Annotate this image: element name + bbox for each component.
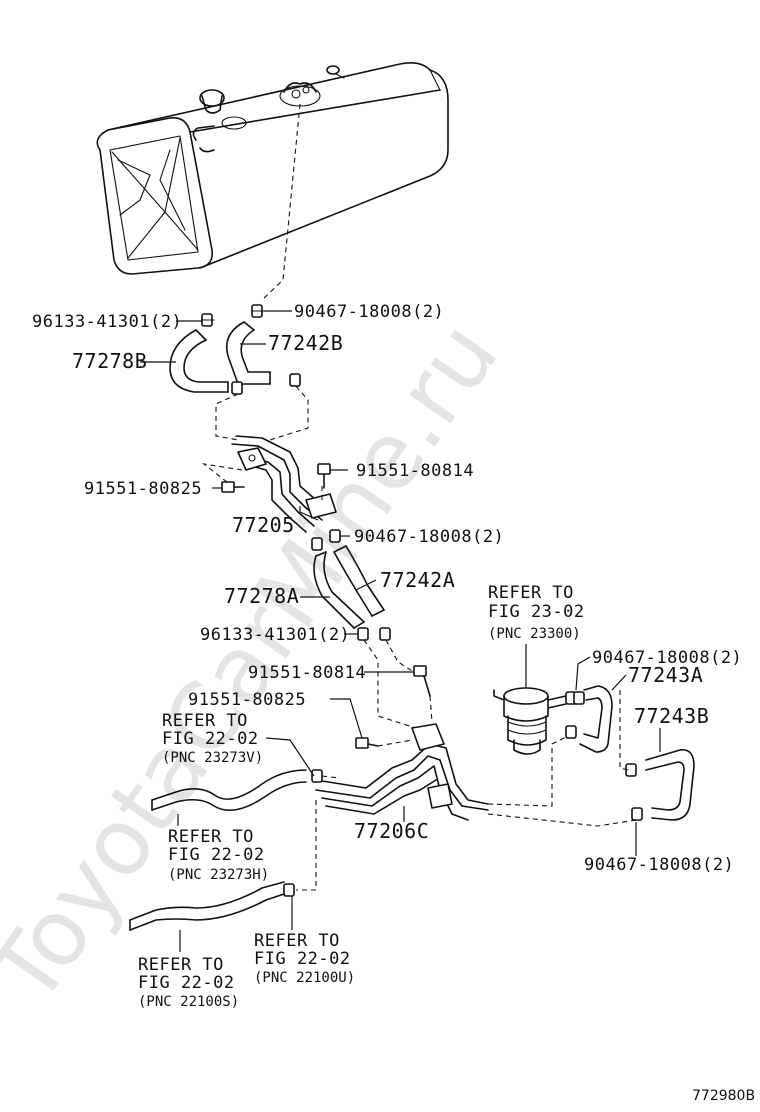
fuel-tank [96,62,449,275]
hose-77242A [333,545,385,617]
svg-text:FIG 22-02: FIG 22-02 [168,845,265,865]
label-91551-80825-a: 91551-80825 [84,479,202,499]
label-90467-18008-mid: 90467-18008(2) [354,527,504,547]
svg-text:REFER TO: REFER TO [254,931,340,951]
svg-text:(PNC 23300): (PNC 23300) [488,626,581,642]
label-77205: 77205 [232,513,295,537]
svg-text:(PNC 23273H): (PNC 23273H) [168,867,269,883]
ref-fig-23-02: REFER TO FIG 23-02 (PNC 23300) [488,583,585,642]
svg-text:REFER TO: REFER TO [488,583,574,603]
clamp-22100U [283,883,295,897]
ref-fig-22-02-23273H: REFER TO FIG 22-02 (PNC 23273H) [168,827,269,883]
hose-77243A [579,685,613,753]
clamp-lower-right [289,373,301,387]
label-91551-80825-b: 91551-80825 [188,690,306,710]
bolt-91551-80825-b [355,737,379,749]
label-77206C: 77206C [354,819,429,843]
clamp-96133-mid-right [379,627,391,641]
svg-text:FIG 22-02: FIG 22-02 [162,729,259,749]
svg-text:REFER TO: REFER TO [168,827,254,847]
hose-77278B [169,329,229,393]
clamp-96133-top [201,313,215,327]
hose-77243B [645,749,695,821]
figure-id: 772980B [692,1088,755,1104]
svg-text:REFER TO: REFER TO [162,711,248,731]
svg-text:FIG 22-02: FIG 22-02 [138,973,235,993]
label-91551-80814-b: 91551-80814 [248,663,366,683]
label-77243A: 77243A [628,663,703,687]
hose-77278A [313,551,365,629]
label-96133-41301-mid: 96133-41301(2) [200,625,350,645]
bolt-91551-80825-a [221,481,245,493]
svg-text:(PNC 22100U): (PNC 22100U) [254,970,355,986]
label-77243B: 77243B [634,704,709,728]
ref-fig-22-02-22100U: REFER TO FIG 22-02 (PNC 22100U) [254,931,355,986]
hose-77242B [225,321,271,385]
svg-text:FIG 23-02: FIG 23-02 [488,602,585,622]
clamp-mid-right [329,529,341,543]
bolt-91551-80814-a [317,463,331,489]
label-90467-18008-bottom: 90467-18008(2) [584,855,734,875]
svg-text:REFER TO: REFER TO [138,955,224,975]
clamp-90467-bottom-lower [631,807,643,821]
label-77242B: 77242B [268,331,343,355]
label-96133-41301-top: 96133-41301(2) [32,312,182,332]
label-90467-18008-right: 90467-18008(2) [592,648,742,668]
clamp-90467-right-lower [565,725,577,739]
fuel-filter [493,687,577,755]
label-90467-18008-top: 90467-18008(2) [294,302,444,322]
svg-text:FIG 22-02: FIG 22-02 [254,949,351,969]
clamp-90467-right-upper [573,691,585,705]
svg-text:(PNC 23273V): (PNC 23273V) [162,750,263,766]
hose-ref-22100S [129,881,285,931]
ref-fig-22-02-22100S: REFER TO FIG 22-02 (PNC 22100S) [138,955,239,1010]
fuel-tube-77205 [231,435,337,533]
clamp-90467-top [251,304,265,318]
fuel-tube-77206C [315,723,489,821]
clamp-96133-mid-left [357,627,369,641]
clamp-lower-left [231,381,243,395]
label-77242A: 77242A [380,568,455,592]
label-91551-80814-a: 91551-80814 [356,461,474,481]
clamp-mid-left [311,537,323,551]
label-77278A: 77278A [224,584,299,608]
svg-text:(PNC 22100S): (PNC 22100S) [138,994,239,1010]
label-77278B: 77278B [72,349,147,373]
ref-fig-22-02-23273V: REFER TO FIG 22-02 (PNC 23273V) [162,711,263,766]
hose-ref-23273H [151,769,307,812]
bolt-91551-80814-b [413,665,431,697]
